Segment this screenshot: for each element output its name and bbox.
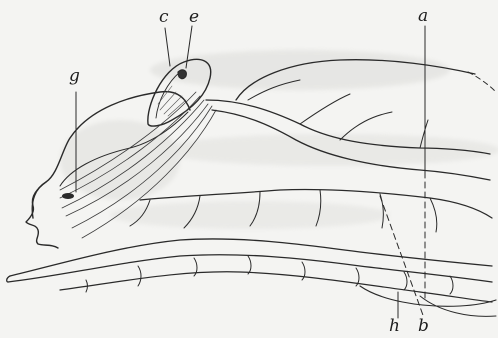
label-e: e xyxy=(189,9,199,26)
segmented-band-bottom xyxy=(60,272,492,302)
segment-divisions xyxy=(86,256,453,294)
label-g: g xyxy=(69,68,80,85)
label-a: a xyxy=(418,8,428,25)
label-b: b xyxy=(418,318,429,335)
label-c: c xyxy=(159,9,169,26)
dorsal-dashed-continuation xyxy=(468,72,496,92)
ventral-tip xyxy=(7,276,10,282)
label-h: h xyxy=(389,318,400,335)
organ-knob xyxy=(178,70,186,79)
leader-c xyxy=(165,28,170,66)
oval-organ-hatch xyxy=(158,86,186,116)
blot-g xyxy=(62,193,74,199)
lower-right-segment xyxy=(360,286,496,306)
snout-outline xyxy=(26,182,58,248)
